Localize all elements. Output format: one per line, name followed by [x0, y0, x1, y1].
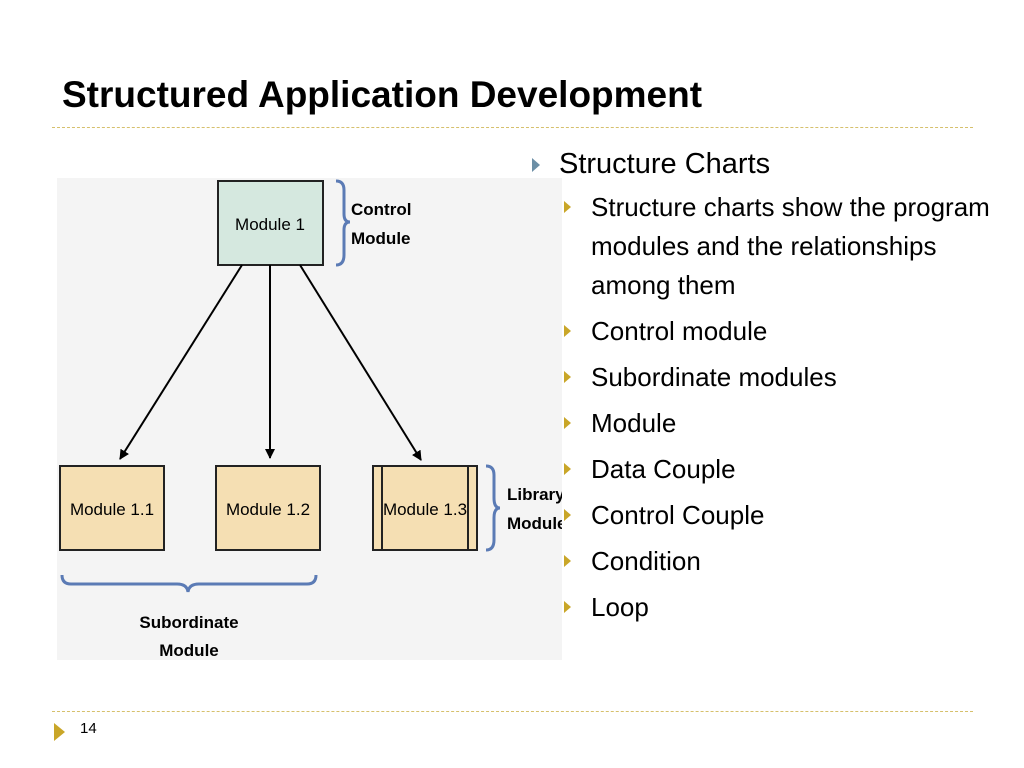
- list-item: Module: [560, 404, 998, 443]
- arrow-to-module-1-1: [119, 264, 243, 460]
- module-1-2-label: Module 1.2: [226, 500, 310, 519]
- list-item-text: Subordinate modules: [591, 362, 837, 392]
- title-divider: [52, 127, 973, 128]
- library-annotation-line1: Library: [507, 485, 562, 504]
- library-brace: [485, 464, 501, 552]
- bullet-arrow-icon: [564, 555, 571, 567]
- arrow-to-module-1-3: [299, 264, 422, 461]
- module-1-3-label: Module 1.3: [383, 500, 467, 519]
- slide-title: Structured Application Development: [62, 74, 703, 115]
- footer-arrow-icon: [54, 723, 65, 741]
- module-1-1-label: Module 1.1: [70, 500, 154, 519]
- page-number: 14: [80, 720, 97, 737]
- list-item-text: Structure charts show the program module…: [591, 192, 990, 300]
- control-annotation-line1: Control: [351, 200, 411, 219]
- module-1-2-box: [215, 465, 321, 551]
- control-module-label: Module 1: [235, 215, 305, 234]
- list-item-text: Loop: [591, 592, 649, 622]
- list-item: Subordinate modules: [560, 358, 998, 397]
- list-item: Control Couple: [560, 496, 998, 535]
- control-annotation-line2: Module: [351, 229, 411, 248]
- bullet-arrow-icon: [564, 417, 571, 429]
- list-item-text: Control module: [591, 316, 768, 346]
- list-item: Data Couple: [560, 450, 998, 489]
- bullet-heading: Structure Charts: [528, 146, 998, 182]
- list-item-text: Control Couple: [591, 500, 765, 530]
- subordinate-brace: [60, 574, 318, 593]
- module-1-3-box: [372, 465, 478, 551]
- list-item-text: Module: [591, 408, 677, 438]
- bullet-arrow-icon: [564, 509, 571, 521]
- footer-divider: [52, 711, 973, 712]
- bullet-arrow-icon: [564, 601, 571, 613]
- bullet-arrow-icon: [564, 371, 571, 383]
- bullet-arrow-icon: [564, 463, 571, 475]
- list-item: Condition: [560, 542, 998, 581]
- subordinate-annotation-line1: Subordinate: [139, 613, 238, 632]
- list-item: Structure charts show the program module…: [560, 188, 998, 305]
- bullet-arrow-icon: [564, 325, 571, 337]
- bullet-arrow-icon: [564, 201, 571, 213]
- bullet-list: Structure Charts Structure charts show t…: [528, 146, 998, 634]
- list-item: Loop: [560, 588, 998, 627]
- module-1-1-box: [59, 465, 165, 551]
- subordinate-annotation-line2: Module: [159, 641, 219, 660]
- library-annotation-line2: Module: [507, 514, 562, 533]
- bullet-arrow-icon: [532, 158, 540, 172]
- list-item-text: Data Couple: [591, 454, 736, 484]
- control-module-box: [217, 180, 324, 266]
- bullet-heading-text: Structure Charts: [559, 148, 771, 180]
- list-item: Control module: [560, 312, 998, 351]
- structure-chart-diagram: Module 1 Control Module Module 1.1 Modul…: [57, 178, 567, 660]
- structure-chart-svg: Module 1 Control Module Module 1.1 Modul…: [57, 178, 567, 660]
- list-item-text: Condition: [591, 546, 701, 576]
- control-brace: [335, 179, 351, 267]
